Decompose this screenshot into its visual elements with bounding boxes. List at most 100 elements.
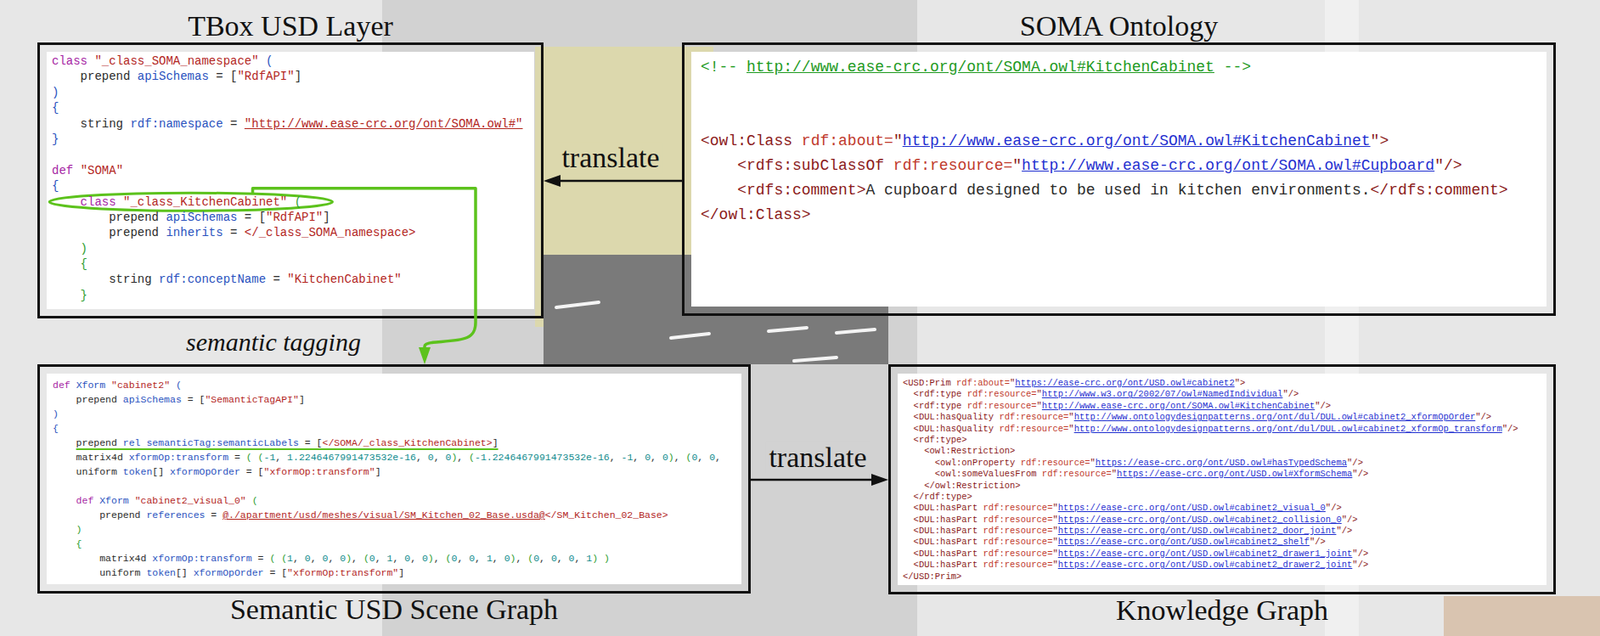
code-token [187,567,194,579]
code-token [298,552,305,564]
code-token: { [80,257,88,271]
code-token: > [1498,181,1509,199]
code-token: [ [199,394,206,406]
code-token: -1 [621,451,634,463]
code-token: <DUL:hasPart [913,548,979,559]
code-token: = [230,117,237,131]
code-token: ] [294,69,302,84]
code-token: , [539,552,546,564]
code-token: " [1314,400,1320,412]
code-token [316,552,323,564]
code-token: prepend [99,509,141,521]
code-line: <rdf:type rdf:resource= "http://www.ease-… [902,400,1547,412]
code-line: { [52,421,742,436]
code-token: "http://www.ease-crc.org/ont/SOMA.owl#" [244,117,524,131]
code-token: <rdfs:comment [737,181,857,199]
connector-arrow [750,478,872,482]
code-token: rdf:resource= [983,502,1054,513]
code-token [216,509,223,521]
code-token [265,272,273,287]
code-token: " [1068,411,1074,423]
code-token: <owl:Restriction [923,445,1010,457]
code-token: " [1502,423,1508,434]
code-token [951,377,957,389]
code-token: rdf:resource= [967,400,1037,412]
code-token: "xformOp:transform" [264,466,376,478]
code-token: </owl:Class [700,206,802,224]
code-token: [ [281,567,288,579]
code-token [140,437,147,449]
code-token [961,388,967,400]
code-line: } [51,287,535,304]
code-token: = [272,272,280,287]
code-token: > [801,206,812,224]
code-line: </USD:Prim> [902,571,1547,583]
code-token: "SOMA" [80,163,124,178]
code-token: http://www.ease-crc.org/ont/SOMA.owl#Kit… [1042,400,1315,412]
code-token [439,552,446,564]
code-token: ) [591,552,598,564]
code-token [275,567,282,579]
code-token: <DUL:hasPart [913,502,979,513]
code-panel: Knowledge Graph<USD:Prim rdf:about="http… [888,364,1556,595]
code-line: prepend rel semanticTag:semanticLabels =… [52,435,742,451]
code-line: { [51,100,535,116]
code-token: prepend [76,394,118,406]
code-token: references [146,509,205,521]
code-token: 0 [445,451,451,463]
code-token [93,495,100,507]
code-token: <DUL:hasPart [913,536,979,547]
code-token: " [1111,468,1117,479]
code-token [961,400,967,412]
code-line: def "SOMA" [51,163,535,179]
cabinet-handle [836,329,875,333]
code-token: ) [76,523,83,536]
code-token: "RdfAPI" [265,210,323,225]
code-token: , [456,552,463,564]
code-token: { [76,538,83,550]
code-line: ) [51,241,535,257]
code-token: class [80,195,117,209]
code-token: token [123,466,153,478]
code-token: <DUL:hasPart [913,514,979,525]
code-token: xformOpOrder [169,466,241,478]
code-token [152,272,159,287]
code-token [240,451,247,463]
code-token [129,69,137,84]
code-token: "KitchenCabinet" [287,272,401,287]
code-token [381,552,388,564]
blank-line [51,146,535,163]
code-token: 0 [569,552,575,564]
code-token: https://ease-crc.org/ont/USD.owl#cabinet… [1058,514,1342,525]
code-token: ( [686,451,693,463]
code-token [223,225,231,240]
code-token [792,132,802,150]
code-token: <rdf:type [913,400,963,412]
code-token [193,394,200,406]
code-token: " [1052,525,1058,536]
code-token: " [1434,157,1444,175]
code-token [656,451,663,463]
code-token [977,559,983,570]
code-line: <DUL:hasPart rdf:resource="https://ease-… [902,548,1547,560]
code-token [462,451,469,463]
code-token: class [51,54,88,68]
code-token: /> [1320,400,1332,412]
code-token [281,451,288,463]
blank-line [700,104,1547,130]
code-token: --> [1223,58,1251,76]
code-line: string rdf:conceptName = "KitchenCabinet… [51,271,535,288]
code-token: , [697,451,704,463]
code-token: " [1052,548,1058,559]
code-token [204,509,211,521]
code-token: " [1036,388,1043,400]
code-token: </SM_Kitchen_02_Base> [545,509,669,521]
edge-label: semantic tagging [182,327,365,356]
code-token [597,552,604,564]
code-token: 0 [339,552,346,564]
code-token: "SemanticTagAPI" [204,394,299,406]
code-token: , [410,552,417,564]
code-token: ( [527,552,534,564]
code-token: ] [322,210,330,225]
